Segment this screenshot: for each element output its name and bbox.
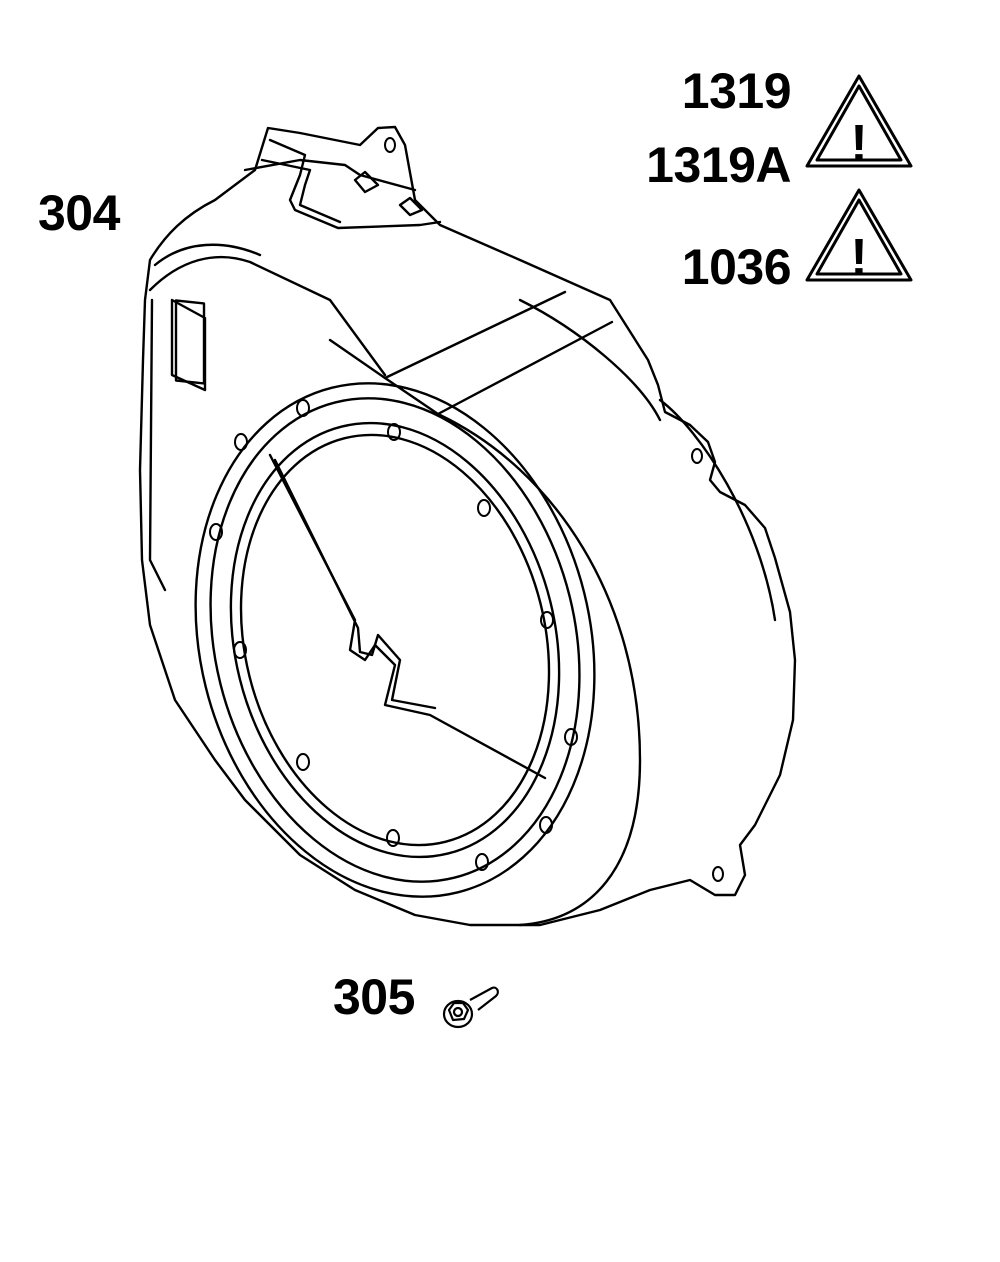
warning-exclamation: !: [850, 229, 868, 287]
flange-screw: [442, 986, 499, 1029]
warning-triangle-icon: !: [803, 72, 915, 173]
warning-triangle-icon: !: [803, 186, 915, 287]
callout-304: 304: [38, 185, 120, 241]
callout-1319a: 1319A: [646, 137, 791, 193]
warning-exclamation: !: [850, 115, 868, 173]
callout-1036: 1036: [681, 239, 792, 295]
callout-1319: 1319: [681, 63, 792, 119]
housing-outline: [138, 125, 797, 927]
callout-305: 305: [333, 969, 415, 1025]
